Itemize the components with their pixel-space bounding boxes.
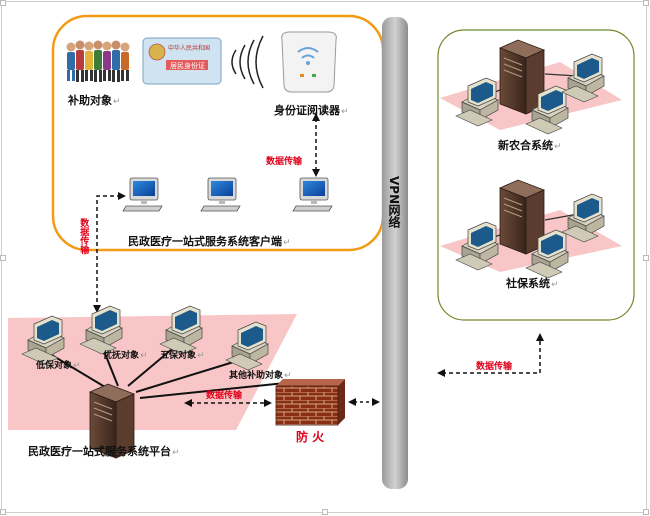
beneficiaries-label: 补助对象↵ [68,94,121,107]
resize-handle-tl[interactable] [0,0,6,6]
special-care-label: 优抚对象↵ [103,351,148,361]
firewall-vpn-arrow [348,398,380,406]
platform-plane [8,314,297,430]
firewall-icon [275,379,345,426]
resize-handle-br[interactable] [643,509,649,515]
data-transfer-label-vertical: 数据传输 [78,218,89,254]
client-pc-3-icon [292,177,333,212]
client-pc-2-icon [200,177,241,212]
social-security-label: 社保系统↵ [506,277,559,290]
id-card-icon: 中华人民共和国 居民身份证 [142,37,222,85]
resize-handle-tr[interactable] [643,0,649,6]
resize-handle-r[interactable] [643,255,649,261]
platform-network [21,305,286,459]
ncms-server-icon [499,39,545,115]
id-reader-label: 身份证阅读器↵ [274,104,349,117]
people-group-icon [66,40,130,82]
vpn-network-label: VPN网络 [387,176,401,229]
vpn-systems-arrow [437,333,544,377]
ncms-network [455,39,605,135]
reader-client-arrow [312,113,320,177]
data-transfer-label-bottom: 数据传输 [206,391,243,401]
external-systems-box [437,29,635,321]
resize-handle-b[interactable] [322,509,328,515]
data-transfer-label-right: 数据传输 [476,362,513,372]
client-pc-1-icon [122,177,163,212]
svg-text:居民身份证: 居民身份证 [170,61,205,70]
ss-server-icon [499,179,545,255]
platform-label: 民政医疗一站式服务系统平台↵ [28,445,180,458]
wireless-signal-icon [231,35,264,89]
client-side-label: 民政医疗一站式服务系统客户端↵ [128,235,291,248]
svg-text:中华人民共和国: 中华人民共和国 [168,44,210,52]
firewall-label: 防 火 [296,430,325,444]
social-security-network [455,179,605,279]
platform-firewall-arrow [184,399,272,407]
low-income-label: 低保对象↵ [36,361,81,371]
vpn-channel [382,17,408,489]
five-guarantee-label: 五保对象↵ [160,351,205,361]
resize-handle-l[interactable] [0,255,6,261]
client-platform-arrow [93,192,126,313]
id-card-reader-icon [281,31,337,93]
data-transfer-label-top: 数据传输 [266,157,303,167]
other-beneficiaries-label: 其他补助对象↵ [229,371,292,381]
ncms-system-label: 新农合系统↵ [498,139,562,152]
resize-handle-bl[interactable] [0,509,6,515]
